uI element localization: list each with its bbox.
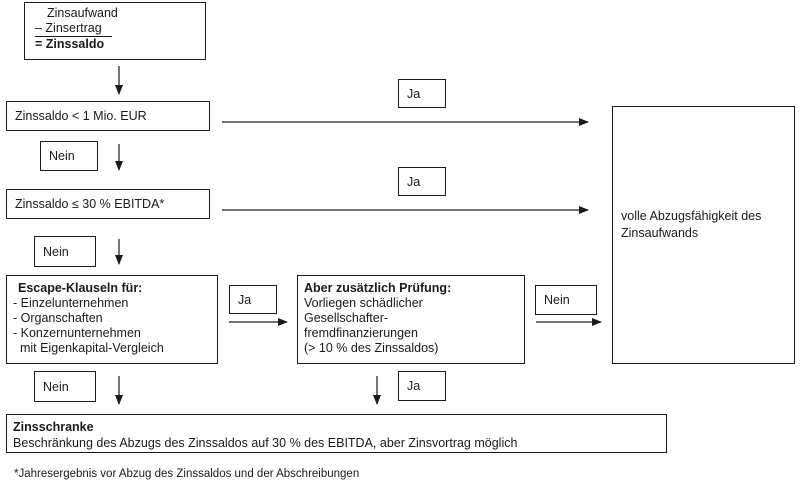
full-deductibility-text: volle Abzugsfähigkeit des Zinsaufwands	[621, 209, 762, 240]
full-deductibility-box: volle Abzugsfähigkeit des Zinsaufwands	[612, 106, 795, 364]
label-ja-1: Ja	[398, 79, 446, 108]
calc-line-zinsaufwand: Zinsaufwand	[47, 6, 118, 20]
escape-item: - Konzernunternehmen	[13, 326, 141, 340]
zinsschranke-box: Zinsschranke Beschränkung des Abzugs des…	[6, 414, 667, 453]
calc-box: Zinsaufwand – Zinsertrag = Zinssaldo	[24, 2, 206, 60]
zinsschranke-title: Zinsschranke	[13, 420, 94, 434]
zinsschranke-text: Beschränkung des Abzugs des Zinssaldos a…	[13, 436, 518, 450]
check-line: (> 10 % des Zinssaldos)	[304, 341, 439, 355]
escape-item: - Einzelunternehmen	[13, 296, 129, 310]
additional-check-box: Aber zusätzlich Prüfung: Vorliegen schäd…	[297, 275, 525, 364]
escape-clauses-box: Escape-Klauseln für: - Einzelunternehmen…	[6, 275, 218, 364]
decision-zinssaldo-threshold: Zinssaldo < 1 Mio. EUR	[6, 101, 210, 131]
label-nein-3: Nein	[535, 285, 597, 315]
label-ja-4: Ja	[398, 371, 446, 401]
escape-item: mit Eigenkapital-Vergleich	[13, 341, 164, 355]
label-nein-1: Nein	[40, 141, 98, 171]
label-ja-3: Ja	[229, 285, 277, 314]
escape-item: - Organschaften	[13, 311, 103, 325]
check-line: Vorliegen schädlicher	[304, 296, 423, 310]
additional-check-title: Aber zusätzlich Prüfung:	[304, 281, 452, 295]
label-nein-4: Nein	[34, 371, 96, 402]
footnote: *Jahresergebnis vor Abzug des Zinssaldos…	[14, 468, 360, 480]
check-line: fremdfinanzierungen	[304, 326, 418, 340]
label-ja-2: Ja	[398, 167, 446, 196]
escape-clauses-title: Escape-Klauseln für:	[18, 281, 143, 295]
decision-ebitda-ratio: Zinssaldo ≤ 30 % EBITDA*	[6, 189, 210, 219]
check-line: Gesellschafter-	[304, 311, 389, 325]
calc-line-zinssaldo: = Zinssaldo	[35, 37, 105, 51]
label-nein-2: Nein	[34, 236, 96, 267]
calc-line-zinsertrag: – Zinsertrag	[35, 21, 112, 37]
